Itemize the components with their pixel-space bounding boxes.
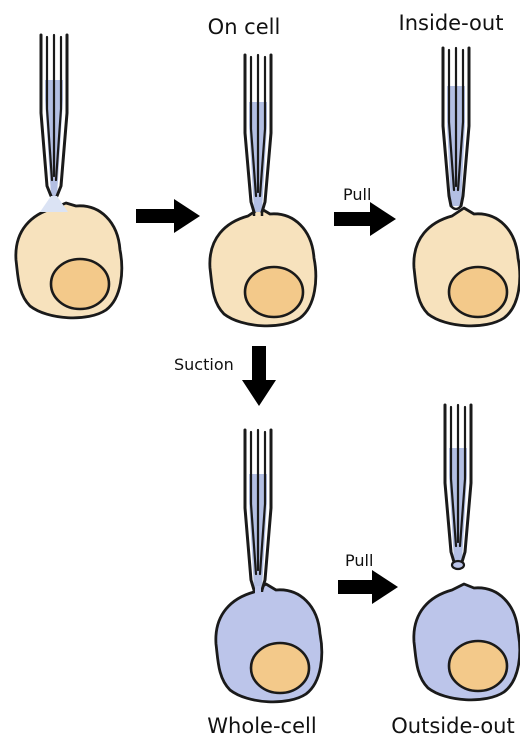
arrow-right-pull-top [334,202,396,236]
label-inside-out: Inside-out [399,11,504,35]
pipette-on-cell [245,55,271,212]
panel-inside-out [414,48,520,326]
outside-out-vesicle [452,561,464,569]
label-suction: Suction [174,355,234,374]
cell-approach [16,203,122,318]
arrow-down-suction [242,346,276,406]
pipette-inside-out [443,48,469,206]
cell-whole-cell [216,584,322,702]
panel-outside-out [414,405,520,700]
label-pull-bottom: Pull [345,551,373,570]
whole-cell-channel [255,586,261,594]
arrow-right-pull-bottom [338,570,398,604]
label-whole-cell: Whole-cell [207,714,316,738]
pipette-whole-cell [245,430,271,590]
arrow-right-approach [136,199,200,233]
patch-membrane [451,206,461,209]
cell-inside-out [414,208,520,326]
cell-on-cell [210,208,316,326]
label-on-cell: On cell [208,15,281,39]
label-outside-out: Outside-out [391,714,514,738]
cell-outside-out [414,584,520,700]
panel-on-cell [210,55,316,326]
panel-approach [16,35,122,318]
pipette-approach [41,35,67,196]
panel-whole-cell [216,430,322,702]
label-pull-top: Pull [343,185,371,204]
pipette-outside-out [445,405,471,562]
